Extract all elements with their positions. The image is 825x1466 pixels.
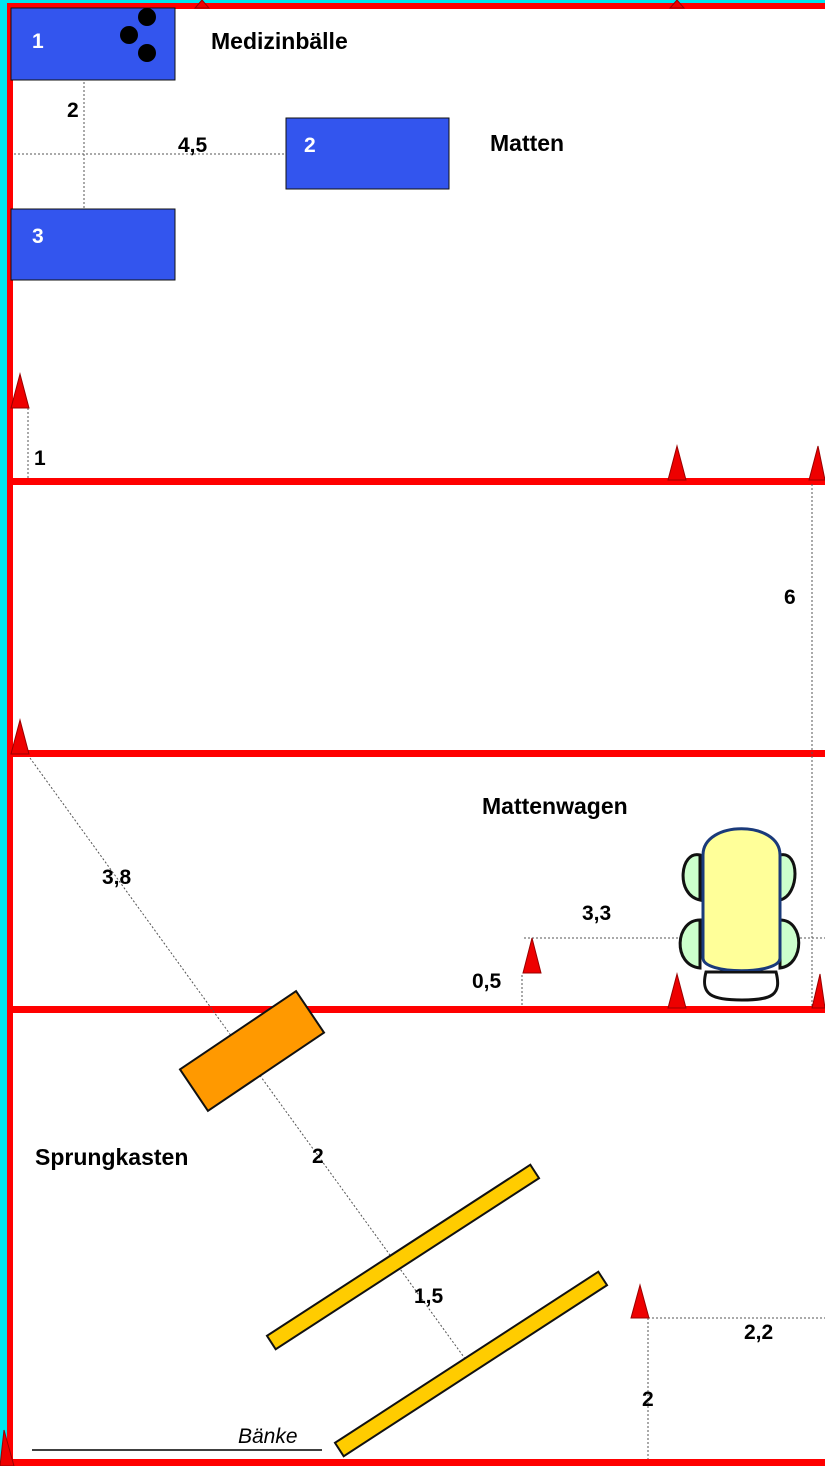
mats-group: 1 2 3 <box>10 7 450 281</box>
label-medizinbaelle: Medizinbälle <box>211 28 348 54</box>
distance-bench-gap: 1,5 <box>414 1285 444 1308</box>
mat-2 <box>285 117 450 190</box>
cone-icon <box>668 0 686 9</box>
bench-1 <box>265 1163 541 1351</box>
label-mattenwagen: Mattenwagen <box>482 793 628 819</box>
distance-wall-mat2: 4,5 <box>178 134 208 157</box>
court-left-line <box>7 3 13 1466</box>
hall-left-wall <box>0 0 7 1466</box>
mat-2-number: 2 <box>304 134 316 157</box>
distance-cone-left-line: 1 <box>34 447 46 470</box>
mat-3 <box>10 208 176 281</box>
distance-cone-to-vault: 3,8 <box>102 866 132 889</box>
bench-2 <box>333 1270 609 1458</box>
cone-icon <box>808 445 825 481</box>
cone-icon <box>667 444 687 481</box>
distance-cone-right: 2,2 <box>744 1321 773 1344</box>
label-sprungkasten: Sprungkasten <box>35 1144 188 1170</box>
court-top-line <box>7 3 825 9</box>
measurement-lines <box>14 82 825 1459</box>
cone-icon <box>811 973 825 1009</box>
cone-icon <box>0 1429 15 1466</box>
cone-icon <box>667 972 687 1009</box>
court-bottom-line <box>7 1459 825 1466</box>
cone-icon <box>630 1283 650 1319</box>
label-matten: Matten <box>490 130 564 156</box>
distance-cone-offset: 0,5 <box>472 970 502 993</box>
hall-top-wall <box>0 0 825 5</box>
mat-cart-icon <box>678 827 801 1002</box>
court-line-1 <box>13 478 825 485</box>
vault-box <box>178 989 326 1113</box>
cone-icon <box>10 372 30 409</box>
distance-right-line-gap: 6 <box>784 586 796 609</box>
medicine-balls-icon <box>120 8 156 62</box>
mat-1-number: 1 <box>32 30 44 53</box>
court-line-3 <box>13 1006 825 1013</box>
cone-icon <box>522 937 542 974</box>
cone-icon <box>10 718 30 755</box>
cone-icon <box>193 0 211 9</box>
distance-cone-bottom: 2 <box>642 1388 654 1411</box>
court-line-2 <box>13 750 825 757</box>
label-baenke: Bänke <box>238 1425 298 1448</box>
mat-3-number: 3 <box>32 225 44 248</box>
distance-vault-to-bench: 2 <box>312 1145 324 1168</box>
distance-cart-offset: 3,3 <box>582 902 611 925</box>
distance-mat1-mat3: 2 <box>67 99 79 122</box>
